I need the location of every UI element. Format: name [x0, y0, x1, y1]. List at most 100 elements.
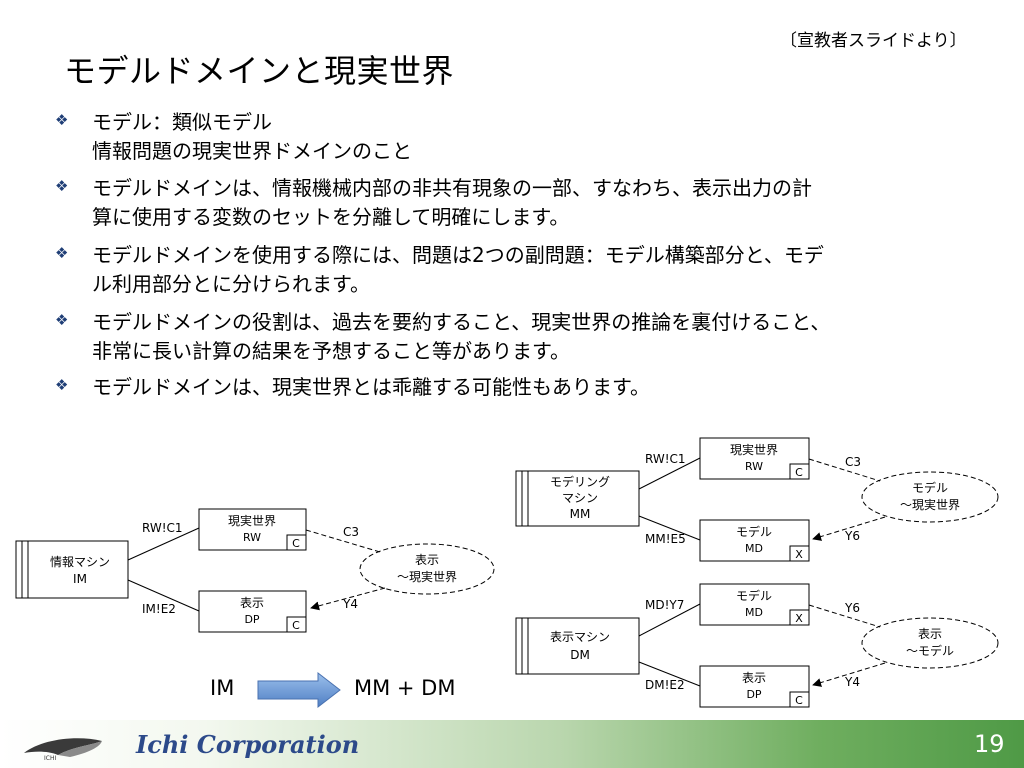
interface-line [638, 661, 701, 687]
interface-label: DM!E2 [645, 678, 685, 692]
domain-label: 現実世界 [228, 513, 276, 528]
diamond-bullet-icon: ❖ [55, 311, 69, 329]
page-number: 19 [974, 730, 1005, 758]
domain-label: 表示 [742, 671, 766, 685]
domain-display: 表示 DP C [198, 590, 307, 633]
domain-label: モデル [736, 524, 772, 539]
domain-label: モデル [736, 588, 772, 603]
bullet-line: モデル：類似モデル [92, 110, 272, 134]
reference-label: Y4 [342, 597, 358, 611]
domain-display: 表示 DP C [699, 665, 810, 708]
bullet-text: モデルドメインを使用する際には、問題は2つの副問題：モデル構築部分と、モデ ル利… [92, 241, 972, 299]
interface-line [127, 579, 200, 612]
machine-label: マシン [562, 491, 598, 505]
requirement-label: 表示 [918, 627, 942, 641]
interface-line [638, 457, 701, 490]
source-note: 〔宣教者スライドより〕 [780, 31, 967, 51]
domain-type-tag: X [795, 612, 803, 625]
bullet-line: モデルドメインは、情報機械内部の非共有現象の一部、すなわち、表示出力の計 [92, 176, 812, 200]
interface-label: MM!E5 [645, 532, 686, 546]
domain-code: DP [746, 688, 761, 701]
machine-code: DM [570, 648, 590, 662]
domain-type-tag: C [292, 537, 300, 550]
interface-label: RW!C1 [142, 521, 183, 535]
requirement-reference-line [305, 529, 381, 553]
machine-label: 情報マシン [50, 555, 110, 569]
bullet-text: モデルドメインの役割は、過去を要約すること、現実世界の推論を裏付けること、 非常… [92, 308, 972, 366]
interface-label: MD!Y7 [645, 598, 684, 612]
requirement-reference-line [808, 604, 881, 628]
bullet-line: モデルドメインを使用する際には、問題は2つの副問題：モデル構築部分と、モデ [92, 243, 824, 267]
slide-title: モデルドメインと現実世界 [64, 52, 455, 90]
domain-type-tag: C [795, 694, 803, 707]
domain-model: モデル MD X [699, 519, 810, 562]
transform-to-label: MM + DM [354, 676, 456, 700]
bullet-line: 算に使用する変数のセットを分離して明確にします。 [92, 205, 570, 229]
domain-code: DP [244, 613, 259, 626]
reference-label: C3 [845, 455, 861, 469]
footer-bar [0, 720, 1024, 768]
bullet-line: 情報問題の現実世界ドメインのこと [92, 139, 412, 163]
reference-label: Y6 [844, 529, 860, 543]
requirement-oval: 表示 ～現実世界 [359, 543, 495, 595]
interface-line [638, 603, 701, 637]
machine-domain-mm: モデリング マシン MM [515, 470, 640, 527]
bullet-line: モデルドメインの役割は、過去を要約すること、現実世界の推論を裏付けること、 [92, 310, 831, 334]
diamond-bullet-icon: ❖ [55, 111, 69, 129]
right-bottom-problem-diagram: 表示マシン DM MD!Y7 DM!E2 モデル MD X 表示 DP C 表示… [515, 583, 999, 708]
right-arrow-icon [257, 671, 341, 709]
machine-domain-im: 情報マシン IM [15, 540, 129, 599]
domain-label: 表示 [240, 596, 264, 610]
diamond-bullet-icon: ❖ [55, 177, 69, 195]
requirement-constraint-arrow [310, 587, 386, 611]
diamond-bullet-icon: ❖ [55, 376, 69, 394]
machine-label: 表示マシン [550, 630, 610, 644]
machine-code: IM [73, 572, 87, 586]
requirement-label: ～現実世界 [397, 569, 457, 584]
domain-type-tag: X [795, 548, 803, 561]
transform-from-label: IM [210, 676, 235, 700]
requirement-label: ～現実世界 [900, 497, 960, 512]
interface-line [638, 515, 701, 541]
requirement-label: ～モデル [906, 643, 954, 658]
bullet-line: 非常に長い計算の結果を予想すること等があります。 [92, 339, 570, 363]
diamond-bullet-icon: ❖ [55, 244, 69, 262]
bullet-line: ル利用部分とに分けられます。 [92, 272, 370, 296]
domain-type-tag: C [795, 466, 803, 479]
machine-domain-dm: 表示マシン DM [515, 617, 640, 675]
interface-label: IM!E2 [142, 602, 176, 616]
requirement-constraint-arrow [812, 516, 886, 541]
left-problem-diagram: 情報マシン IM RW!C1 IM!E2 現実世界 RW C 表示 DP C 表… [15, 508, 495, 633]
reference-label: C3 [343, 525, 359, 539]
bullet-line: モデルドメインは、現実世界とは乖離する可能性もあります。 [92, 375, 650, 399]
company-name: Ichi Corporation [136, 730, 360, 759]
machine-label: モデリング [550, 474, 610, 489]
problem-diagrams: 情報マシン IM RW!C1 IM!E2 現実世界 RW C 表示 DP C 表… [15, 437, 999, 709]
domain-label: 現実世界 [730, 442, 778, 457]
domain-real-world: 現実世界 RW C [198, 508, 307, 551]
interface-line [127, 527, 200, 561]
domain-type-tag: C [292, 619, 300, 632]
requirement-label: モデル [912, 480, 948, 495]
requirement-constraint-arrow [812, 662, 886, 687]
bullet-text: モデルドメインは、現実世界とは乖離する可能性もあります。 [92, 373, 972, 402]
reference-label: Y4 [844, 675, 860, 689]
domain-code: RW [243, 531, 261, 544]
bullet-text: モデル：類似モデル 情報問題の現実世界ドメインのこと [92, 108, 972, 166]
machine-code: MM [570, 507, 591, 521]
domain-real-world: 現実世界 RW C [699, 437, 810, 480]
requirement-oval: 表示 ～モデル [861, 617, 999, 669]
requirement-reference-line [808, 458, 881, 482]
domain-model: モデル MD X [699, 583, 810, 626]
reference-label: Y6 [844, 601, 860, 615]
requirement-label: 表示 [415, 553, 439, 567]
domain-code: RW [745, 460, 763, 473]
right-top-problem-diagram: モデリング マシン MM RW!C1 MM!E5 現実世界 RW C モデル M… [515, 437, 999, 562]
requirement-oval: モデル ～現実世界 [861, 471, 999, 523]
logo-text: ICHI [44, 755, 57, 762]
domain-code: MD [745, 542, 763, 555]
bullet-text: モデルドメインは、情報機械内部の非共有現象の一部、すなわち、表示出力の計 算に使… [92, 174, 972, 232]
interface-label: RW!C1 [645, 452, 686, 466]
domain-code: MD [745, 606, 763, 619]
ichi-logo-icon [24, 738, 102, 757]
